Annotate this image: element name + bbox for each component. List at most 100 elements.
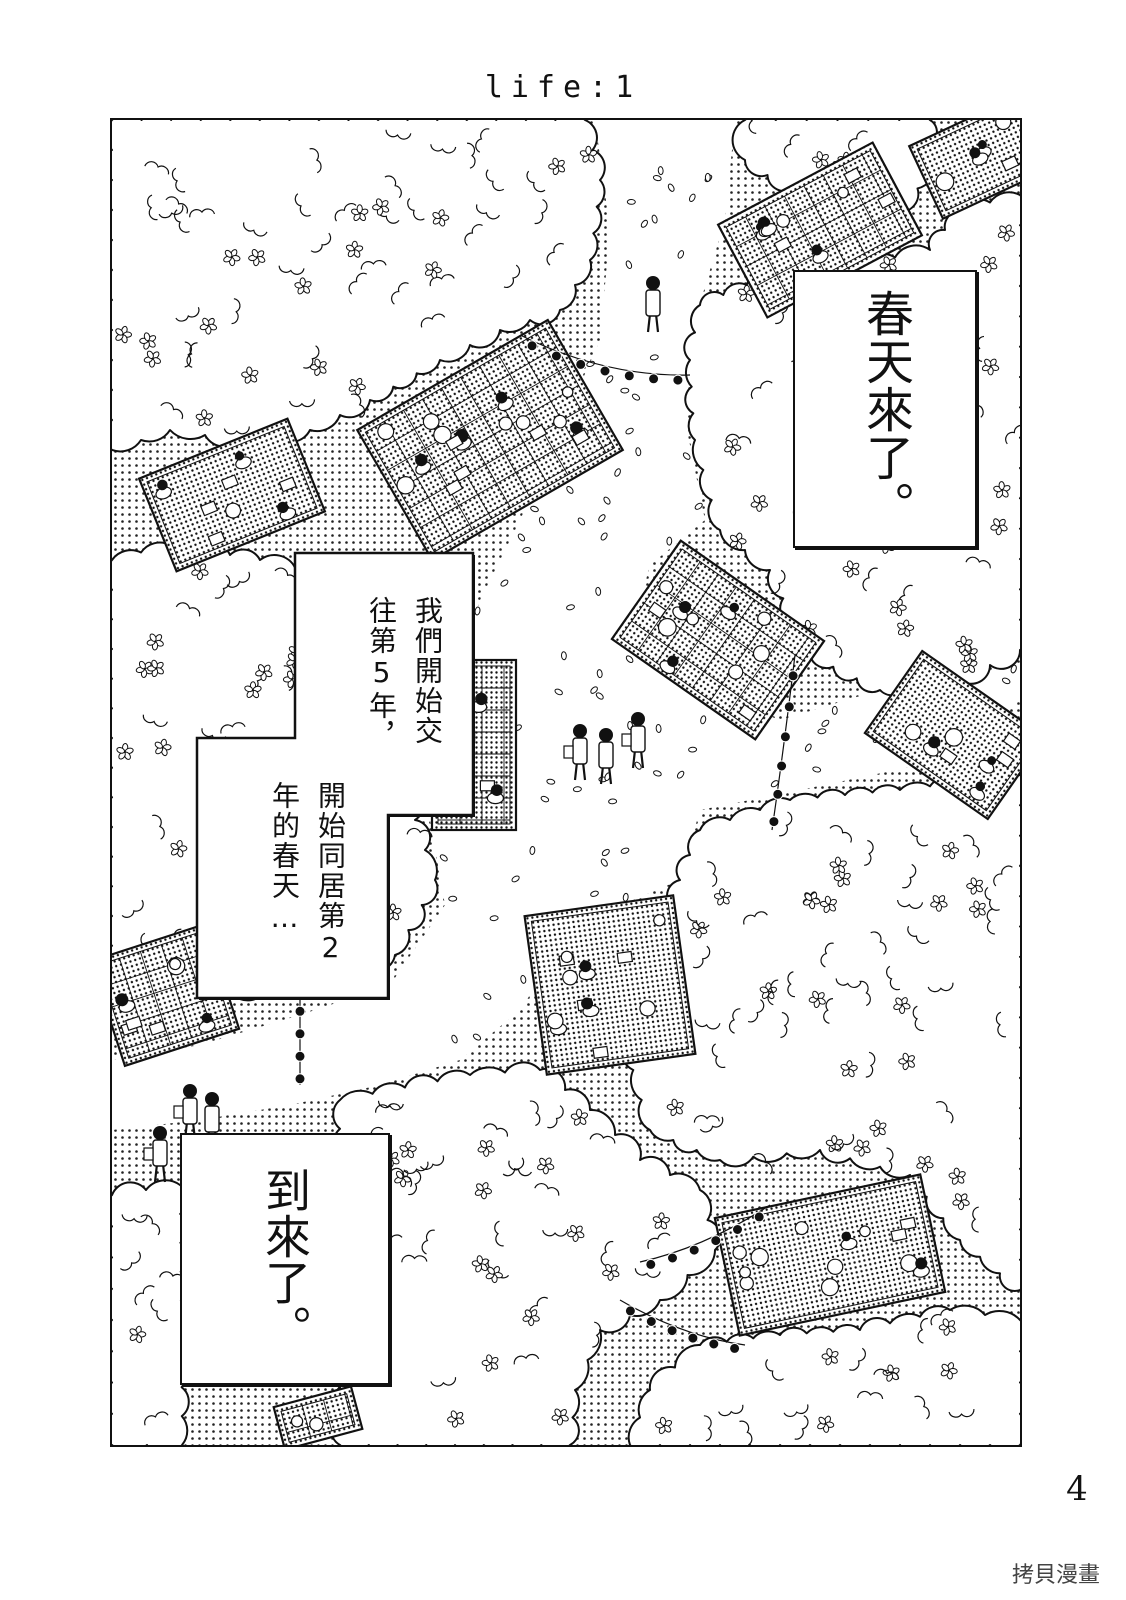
person-leg bbox=[599, 765, 605, 785]
cherry-blossom bbox=[579, 145, 598, 163]
canopy-puff bbox=[390, 1167, 413, 1188]
picnic-sheet bbox=[863, 649, 1020, 821]
canopy-puff bbox=[647, 1232, 671, 1250]
blossom-petal bbox=[804, 893, 813, 901]
blossom-petal bbox=[840, 1063, 850, 1071]
fallen-petal bbox=[625, 260, 633, 269]
canopy-puff bbox=[780, 1011, 789, 1039]
cherry-blossom bbox=[993, 481, 1011, 499]
canopy-puff bbox=[692, 945, 711, 969]
canopy-puff bbox=[770, 569, 786, 594]
canopy-puff bbox=[175, 602, 201, 617]
blossom-petal bbox=[729, 534, 739, 543]
caption-text-dating-year: 我們開始交 往第5年， bbox=[358, 596, 450, 816]
bento-box bbox=[890, 1227, 908, 1243]
cherry-blossom bbox=[154, 738, 172, 757]
cherry-blossom bbox=[424, 261, 442, 279]
canopy-puff bbox=[173, 209, 190, 233]
cherry-blossom bbox=[713, 888, 732, 906]
person-leg bbox=[646, 313, 652, 333]
blossom-petal bbox=[993, 518, 1001, 527]
blossom-petal bbox=[759, 986, 769, 994]
canopy-puff bbox=[421, 1229, 435, 1255]
person-figure bbox=[563, 724, 588, 781]
bento-box bbox=[199, 500, 219, 517]
lantern bbox=[667, 1252, 678, 1264]
cherry-blossom bbox=[819, 895, 837, 913]
cherry-blossom bbox=[689, 921, 708, 939]
cherry-blossom bbox=[817, 1415, 835, 1433]
cherry-blossom bbox=[447, 1410, 465, 1428]
person-head bbox=[599, 728, 613, 742]
picnic-sheet bbox=[137, 417, 327, 573]
canopy-puff bbox=[401, 1254, 428, 1263]
lantern bbox=[768, 816, 780, 828]
canopy-puff bbox=[384, 175, 402, 199]
fallen-petal bbox=[517, 533, 526, 542]
canopy-puff bbox=[634, 1268, 661, 1278]
caption-line: 往第5年， bbox=[365, 596, 398, 751]
canopy-puff bbox=[485, 169, 505, 192]
lantern-string bbox=[294, 994, 306, 1085]
blossom-petal bbox=[942, 844, 951, 852]
chapter-header: life:1 bbox=[484, 70, 642, 105]
bento-box bbox=[877, 192, 896, 210]
plate bbox=[546, 1012, 564, 1030]
lantern bbox=[550, 350, 562, 362]
lantern bbox=[575, 358, 587, 370]
canopy-puff bbox=[707, 861, 718, 888]
blossom-petal bbox=[257, 664, 266, 673]
blossom-petal bbox=[314, 358, 321, 368]
cherry-blossom bbox=[115, 325, 132, 344]
sheet-check-line bbox=[728, 624, 791, 714]
canopy-puff bbox=[407, 198, 425, 221]
canopy-puff bbox=[986, 908, 995, 935]
fallen-petal bbox=[598, 514, 606, 523]
fallen-petal bbox=[657, 166, 664, 176]
canopy-puff bbox=[142, 714, 168, 728]
fallen-petal bbox=[625, 427, 634, 435]
cherry-blossom bbox=[948, 1167, 966, 1185]
canopy-puff bbox=[419, 1155, 445, 1170]
canopy-puff bbox=[152, 814, 165, 840]
blossom-petal bbox=[846, 560, 854, 570]
canopy-puff bbox=[975, 335, 985, 362]
plate bbox=[826, 1258, 844, 1275]
blossom-petal bbox=[918, 1156, 926, 1165]
blossom-petal bbox=[942, 1318, 950, 1328]
sheet-border bbox=[872, 658, 1020, 812]
blossom-petal bbox=[487, 1266, 495, 1275]
fallen-petal bbox=[489, 915, 499, 922]
sheet-check-line bbox=[460, 377, 531, 497]
blossom-petal bbox=[719, 888, 726, 898]
canopy-puff bbox=[600, 1241, 614, 1267]
blossom-petal bbox=[902, 1052, 910, 1062]
plate bbox=[820, 1278, 840, 1297]
blossom-petal bbox=[432, 211, 441, 220]
person-head bbox=[205, 1092, 219, 1106]
lantern bbox=[787, 670, 799, 682]
canopy-puff bbox=[165, 196, 188, 214]
canopy-puff bbox=[243, 222, 268, 237]
blossom-petal bbox=[818, 1416, 827, 1425]
canopy-puff bbox=[350, 393, 366, 418]
canopy-puff bbox=[534, 1182, 560, 1196]
canopy-puff bbox=[391, 282, 409, 305]
blossom-petal bbox=[450, 1410, 458, 1420]
blossom-petal bbox=[725, 439, 734, 448]
picnicker-head bbox=[581, 997, 594, 1010]
canopy-puff bbox=[825, 634, 843, 658]
picnic-sheet bbox=[610, 539, 826, 741]
picnicker-head bbox=[915, 1257, 928, 1270]
sheet-check-line bbox=[631, 620, 766, 715]
cherry-blossom bbox=[372, 198, 390, 216]
fallen-petal bbox=[688, 193, 696, 203]
sheet-border bbox=[530, 901, 690, 1069]
plate bbox=[750, 1247, 769, 1267]
fallen-petal bbox=[770, 780, 779, 788]
picnic-sheet bbox=[523, 894, 697, 1076]
fallen-petal bbox=[677, 250, 685, 259]
cherry-blossom bbox=[394, 1170, 412, 1188]
canopy-puff bbox=[767, 979, 779, 1006]
caption-text-has-come: 到來了。 bbox=[258, 1167, 312, 1351]
